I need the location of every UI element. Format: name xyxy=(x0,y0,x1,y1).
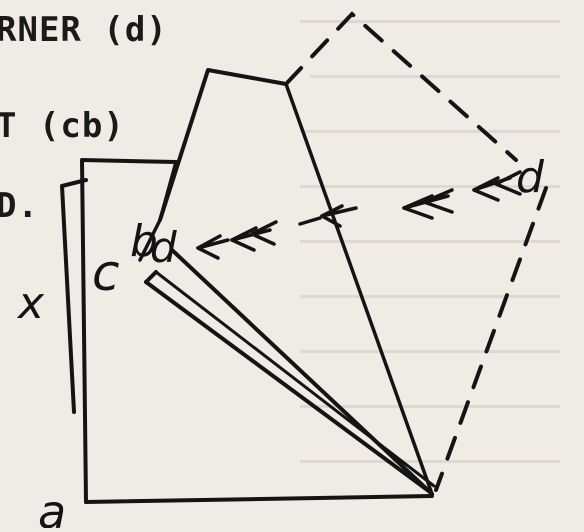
front-flap-outline xyxy=(158,68,288,222)
label-c: c xyxy=(92,244,120,302)
flap-inner-fold xyxy=(170,248,434,496)
front-flap-diagonal xyxy=(284,82,434,496)
typed-text-line-2: T (cb) xyxy=(0,106,125,146)
label-b: b xyxy=(130,216,158,267)
background-text-texture xyxy=(300,20,560,463)
fold-line-cap xyxy=(144,270,158,284)
label-x: x xyxy=(16,278,45,329)
label-d-left: d xyxy=(150,223,177,272)
back-sheet-outline xyxy=(60,178,88,414)
dashed-original-top xyxy=(284,11,518,162)
inner-sheet-edge xyxy=(138,160,178,262)
typed-text-line-3: D. xyxy=(0,186,39,226)
typed-text-line-1: RNER (d) xyxy=(0,10,168,50)
label-a: a xyxy=(38,485,66,528)
fold-line-inner xyxy=(154,270,436,488)
bottom-edge xyxy=(84,494,434,504)
dashed-original-right xyxy=(434,186,548,492)
arrow-path xyxy=(196,170,522,260)
fold-line-outer xyxy=(144,280,432,494)
label-d-right: d xyxy=(516,152,545,203)
middle-sheet-outline xyxy=(80,158,178,504)
